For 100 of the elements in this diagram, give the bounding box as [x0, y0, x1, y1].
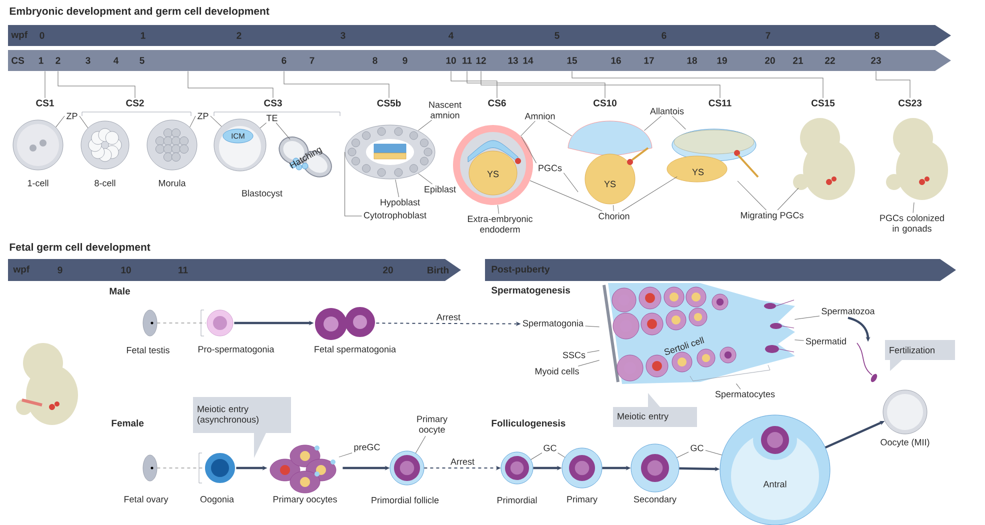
tick-label: 10: [446, 57, 456, 64]
tick-label: 11: [178, 266, 188, 274]
leader-line: [344, 152, 362, 216]
annotation-label: Spermatocytes: [715, 390, 775, 400]
node-label: Fetal testis: [126, 346, 170, 354]
leader-line: [736, 383, 741, 390]
inset-label: YS: [604, 180, 616, 188]
annotation-label: ZP: [198, 112, 208, 120]
leader-line: [520, 120, 536, 136]
leader-line: [521, 136, 537, 164]
node-label: Morula: [158, 180, 186, 186]
morula-drawing: [146, 120, 198, 170]
node-label: Primordial: [498, 496, 537, 504]
tick-label: 9: [58, 266, 62, 274]
tick-label: 6: [662, 32, 666, 39]
node-label: 1-cell: [28, 180, 48, 186]
tick-label: 1: [38, 57, 44, 64]
tick-label: 22: [825, 57, 835, 64]
annotation-label: Amnion: [524, 112, 555, 120]
annotation-label: preGC: [354, 444, 380, 452]
follicle-drawing: [630, 444, 680, 492]
zygote-drawing: [12, 120, 64, 170]
timeline-band: [485, 259, 956, 281]
tick-label: 0: [40, 32, 44, 39]
leader-line: [578, 360, 600, 366]
oocyte-drawing: [882, 390, 928, 434]
ovary-drawing: [142, 454, 158, 482]
follicle-drawing: [390, 450, 424, 486]
seminiferous-tubule-drawing: [602, 283, 795, 384]
annotation-label: PGCs: [538, 164, 562, 172]
stage-label: CS1: [36, 100, 54, 106]
leader-line: [584, 326, 600, 328]
tick-label: 8: [372, 57, 378, 64]
leader-line: [586, 350, 600, 353]
edge-label: Arrest: [450, 458, 476, 466]
tick-label: 23: [871, 57, 881, 64]
inset-label: YS: [487, 170, 499, 178]
leader-line: [210, 116, 222, 127]
leader-line: [260, 122, 267, 128]
annotation-label: TE: [266, 114, 278, 122]
stage-label: CS23: [898, 100, 922, 106]
leader-line: [794, 316, 820, 320]
node-label: Secondary: [634, 496, 676, 504]
node-label: Oocyte (MII): [880, 438, 930, 448]
node-label: Blastocyst: [242, 190, 282, 198]
tick-label: 14: [523, 57, 534, 64]
node-label: Fetal spermatogonia: [314, 346, 396, 354]
node-label: Primary: [567, 496, 598, 504]
tick-label: 16: [611, 57, 621, 64]
annotation-label: Migrating PGCs: [740, 212, 804, 220]
group-label: Folliculogenesis: [492, 420, 566, 428]
leader-line: [530, 452, 542, 460]
tick-label: 20: [383, 266, 393, 274]
follicle-drawing: [500, 452, 534, 484]
cell-cluster-drawing: [270, 444, 336, 494]
callout-box: Fertilization: [885, 340, 955, 371]
tick-label: 9: [402, 57, 408, 64]
leader-line: [737, 180, 766, 210]
connector-line: [450, 70, 498, 98]
embryo-drawing: [344, 124, 436, 180]
leader-line: [415, 436, 426, 454]
annotation-label: Extra-embryonic endoderm: [468, 215, 533, 233]
node-label: Primordial follicle: [372, 496, 439, 504]
blastocyst-drawing: [214, 118, 266, 172]
embryo-drawing: [793, 118, 855, 200]
tick-label: 21: [793, 57, 804, 64]
node-label: Fetal ovary: [124, 496, 168, 504]
embryo-drawing: [886, 118, 948, 200]
leader-line: [563, 172, 578, 192]
leader-line: [79, 116, 88, 128]
blastocyst-drawing: [278, 136, 332, 178]
stage-label: CS11: [708, 100, 732, 106]
axis-label: wpf: [11, 31, 28, 40]
connector-line: [480, 70, 720, 98]
tick-label: 20: [765, 57, 775, 64]
connector-line: [188, 70, 274, 98]
axis-label: Post-puberty: [492, 266, 550, 274]
timeline-band: [8, 50, 952, 71]
tick-label: 18: [687, 57, 697, 64]
tick-label: 15: [567, 57, 578, 64]
leader-line: [338, 452, 352, 458]
annotation-label: GC: [544, 444, 556, 452]
annotation-label: Spermatozoa: [822, 308, 875, 316]
node-label: Primary oocytes: [273, 496, 337, 504]
leader-line: [418, 173, 432, 184]
node-label: 8-cell: [94, 180, 116, 186]
annotation-label: Primary oocyte: [417, 416, 448, 434]
tick-label: 19: [717, 57, 727, 64]
cell-drawing: [315, 307, 375, 340]
annotation-label: SSCs: [562, 352, 586, 358]
tick-label: 8: [874, 32, 880, 39]
annotation-label: PGCs colonized in gonads: [880, 214, 944, 234]
node-label: Oogonia: [200, 496, 234, 504]
annotation-label: Spermatid: [806, 338, 846, 346]
leader-line: [912, 202, 914, 214]
tick-label: 7: [766, 32, 770, 39]
sperm-drawing: [856, 342, 878, 382]
annotation-label: Epiblast: [424, 186, 456, 194]
connector-line: [572, 70, 824, 98]
tick-label: Birth: [428, 266, 448, 274]
